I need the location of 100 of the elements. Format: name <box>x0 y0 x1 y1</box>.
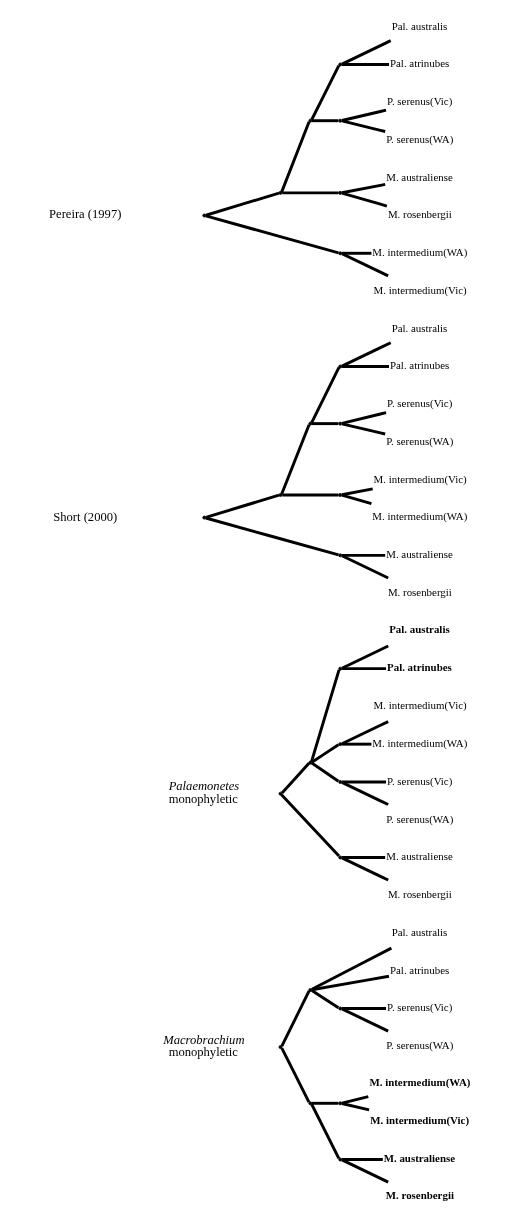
connector <box>341 251 371 255</box>
label: Pereira (1997) <box>48 207 121 222</box>
node-text: Pal. australis <box>391 925 447 938</box>
node-text: M. rosenbergii <box>387 585 452 598</box>
connector <box>341 487 373 497</box>
node-text: P. serenus(Vic) <box>386 397 452 410</box>
connector <box>279 121 310 193</box>
connector <box>341 1007 386 1010</box>
connector <box>205 493 279 519</box>
node-text: Pal. atrinubes <box>389 57 449 70</box>
connector <box>311 974 389 992</box>
node-point <box>307 118 312 123</box>
node-text: M. rosenbergii <box>387 208 452 221</box>
connector <box>341 422 385 436</box>
connector <box>311 119 338 123</box>
node-text: P. serenus(WA) <box>385 434 453 447</box>
node-text: M. australiense <box>385 170 453 183</box>
node-point <box>337 251 342 256</box>
node-point <box>337 1157 342 1162</box>
connector <box>341 493 372 506</box>
node-point <box>337 1006 342 1011</box>
connector <box>280 990 310 1047</box>
node-point <box>307 760 312 765</box>
node-text: M. intermedium(WA) <box>368 1076 470 1088</box>
connector <box>341 742 371 746</box>
node-text: M. intermedium(Vic) <box>373 699 467 712</box>
node-text: Pal. australis <box>391 19 447 32</box>
node-point <box>278 493 282 497</box>
node-text: M. intermedium(WA) <box>371 510 467 523</box>
node-text: M. intermedium(Vic) <box>373 472 467 485</box>
node-point <box>337 742 342 747</box>
connector <box>340 856 389 882</box>
connector <box>340 554 389 580</box>
connector <box>309 65 340 121</box>
connector <box>309 366 340 424</box>
label: Short (2000) <box>52 509 117 524</box>
node-text: M. intermedium(WA) <box>371 246 467 259</box>
connector <box>340 341 391 368</box>
connector <box>311 422 338 426</box>
node-text: P. serenus(WA) <box>385 812 453 825</box>
node-text: P. serenus(Vic) <box>386 95 452 108</box>
node-point <box>307 421 312 426</box>
connector <box>310 761 339 783</box>
connector <box>341 411 386 425</box>
label: Macrobrachium monophyletic <box>162 1032 244 1060</box>
connector <box>204 214 339 255</box>
connector <box>340 1007 389 1033</box>
connector <box>204 516 339 557</box>
node-text: P. serenus(WA) <box>385 132 453 145</box>
connector <box>340 252 389 278</box>
connector <box>310 989 339 1010</box>
node-text: Pal. atrinubes <box>389 963 449 976</box>
node-text: M. intermedium(Vic) <box>373 283 467 296</box>
connector <box>280 1047 310 1103</box>
connector <box>340 781 389 806</box>
connector <box>280 762 310 794</box>
node-text: P. serenus(WA) <box>385 1039 453 1052</box>
connector <box>341 182 385 195</box>
node-point <box>278 1045 282 1049</box>
connector <box>340 720 389 746</box>
connector <box>341 365 389 369</box>
node-text: M. australiense <box>385 548 453 561</box>
label: Palaemonetes monophyletic <box>168 779 239 806</box>
connector <box>311 1101 338 1105</box>
connector <box>309 1103 340 1159</box>
node-text: M. australiense <box>385 850 453 863</box>
connector <box>341 553 385 557</box>
connector <box>340 644 389 670</box>
connector <box>341 1095 369 1105</box>
node-point <box>278 791 282 796</box>
connector <box>341 119 386 133</box>
node-text: M. rosenbergii <box>387 888 452 901</box>
node-point <box>201 213 206 218</box>
node-point <box>337 1101 342 1106</box>
connector <box>341 780 386 784</box>
connector <box>205 191 279 217</box>
connector <box>341 108 386 122</box>
node-point <box>337 421 342 426</box>
connector <box>309 669 340 762</box>
node-text: M. rosenbergii <box>385 1189 454 1202</box>
node-point <box>337 190 342 195</box>
node-point <box>307 988 312 992</box>
connector <box>279 424 310 495</box>
connector <box>341 1102 369 1112</box>
connector <box>281 191 339 195</box>
connector <box>279 793 340 858</box>
connector <box>310 743 339 764</box>
connector <box>281 493 339 497</box>
node-point <box>337 62 342 67</box>
node-point <box>278 190 282 195</box>
node-point <box>337 666 342 671</box>
connector <box>341 191 387 208</box>
node-text: P. serenus(Vic) <box>386 1001 452 1014</box>
node-text: Pal. atrinubes <box>389 359 449 372</box>
node-point <box>337 855 342 860</box>
connector <box>341 667 386 671</box>
connector <box>310 946 392 991</box>
node-point <box>337 553 342 558</box>
node-text: Pal. atrinubes <box>386 660 452 673</box>
connector <box>341 855 385 859</box>
